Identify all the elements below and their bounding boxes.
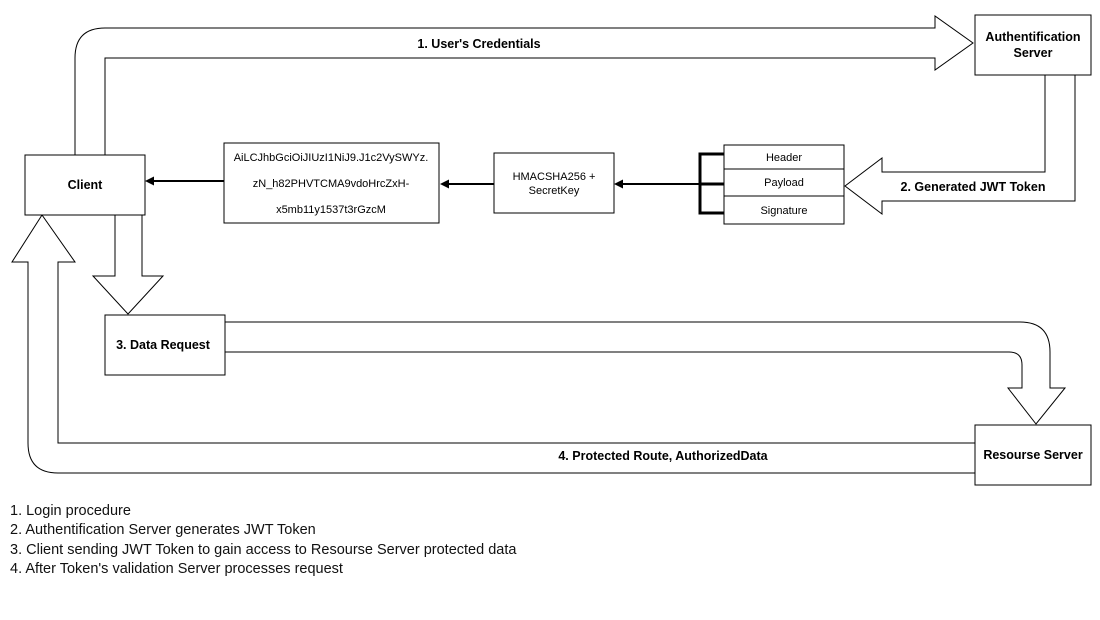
credentials-arrow — [74, 15, 974, 155]
token-line-3: x5mb11y1537t3rGzcM — [276, 204, 386, 216]
auth-server-node[interactable]: Authentification Server — [974, 14, 1092, 76]
client-node[interactable]: Client — [24, 154, 146, 216]
token-node[interactable]: AiLCJhbGciOiJIUzI1NiJ9.J1c2VySWYz. zN_h8… — [223, 142, 440, 224]
jwt-signature-label: Signature — [760, 205, 807, 217]
hmac-node[interactable]: HMACSHA256 + SecretKey — [493, 152, 615, 214]
auth-server-label-line2: Server — [1014, 46, 1053, 60]
token-line-1: AiLCJhbGciOiJIUzI1NiJ9.J1c2VySWYz. — [234, 152, 429, 164]
jwt-payload-label: Payload — [764, 177, 804, 189]
legend-notes: 1. Login procedure 2. Authentification S… — [10, 502, 516, 579]
resource-server-label: Resourse Server — [983, 448, 1083, 462]
hmac-label-line2: SecretKey — [529, 185, 580, 197]
token-line-2: zN_h82PHVTCMA9vdoHrcZxH- — [253, 178, 410, 190]
note-item: 2. Authentification Server generates JWT… — [10, 522, 316, 539]
hmac-to-token-arrowhead — [440, 179, 449, 189]
data-request-node[interactable]: 3. Data Request — [104, 314, 226, 376]
jwt-payload-box — [723, 168, 845, 197]
protected-route-label: 4. Protected Route, AuthorizedData — [558, 449, 768, 463]
jwt-parts-bracket — [698, 152, 724, 215]
request-to-resource-arrow — [225, 321, 1067, 425]
resource-server-node[interactable]: Resourse Server — [974, 424, 1092, 486]
parts-to-hmac-arrowhead — [614, 179, 623, 189]
jwt-header-label: Header — [766, 152, 802, 164]
client-label: Client — [68, 178, 104, 192]
jwt-parts-node[interactable]: Header Payload Signature — [723, 144, 845, 225]
token-box — [223, 142, 440, 224]
note-item: 3. Client sending JWT Token to gain acce… — [10, 541, 517, 558]
hmac-box — [493, 152, 615, 214]
resource-server-box — [974, 424, 1092, 486]
jwt-signature-box — [723, 195, 845, 225]
token-to-client-arrowhead — [145, 176, 154, 186]
hmac-label-line1: HMACSHA256 + — [513, 171, 596, 183]
protected-route-arrow — [11, 214, 975, 474]
credentials-label: 1. User's Credentials — [417, 37, 540, 51]
jwt-header-box — [723, 144, 845, 170]
auth-server-box — [974, 14, 1092, 76]
data-request-box — [104, 314, 226, 376]
client-to-request-arrow — [91, 215, 165, 315]
note-item: 4. After Token's validation Server proce… — [10, 560, 343, 577]
note-item: 1. Login procedure — [10, 503, 131, 519]
generated-token-arrow — [844, 75, 1076, 216]
generated-token-label: 2. Generated JWT Token — [901, 180, 1046, 194]
data-request-label: 3. Data Request — [116, 338, 211, 352]
client-box — [24, 154, 146, 216]
auth-server-label-line1: Authentification — [985, 30, 1080, 44]
signing-flow-arrows — [145, 176, 700, 189]
